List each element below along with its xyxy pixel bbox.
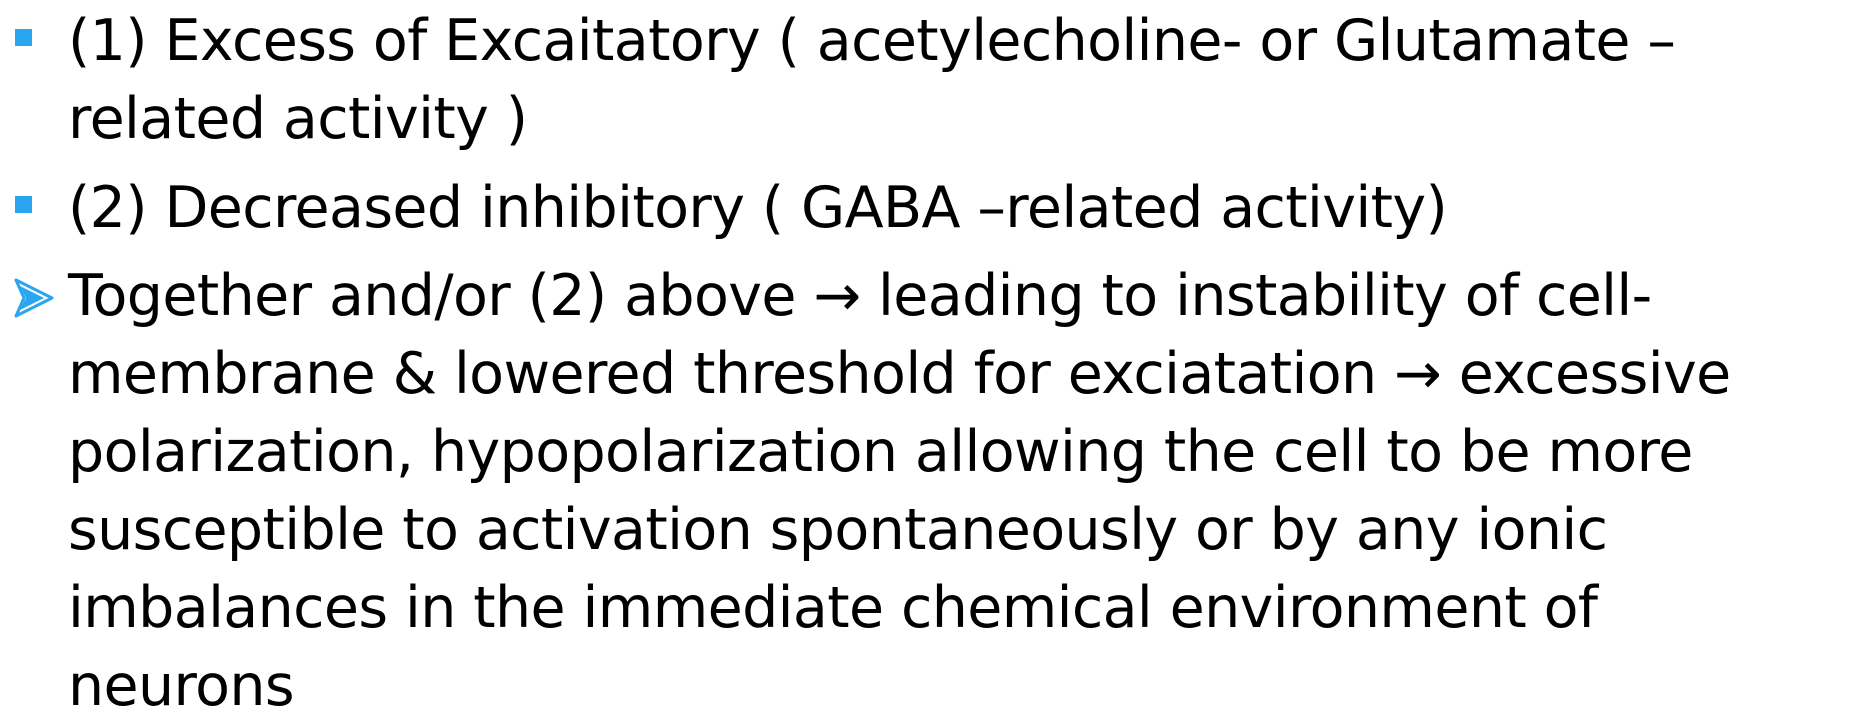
text-line: Together and/or (2) above → leading to i… xyxy=(68,263,1652,329)
text-line: polarization, hypopolarization allowing … xyxy=(68,419,1693,485)
text-line: imbalances in the immediate chemical env… xyxy=(68,575,1598,641)
square-bullet-icon xyxy=(15,29,32,46)
bullet-text: (1) Excess of Excaitatory ( acetylecholi… xyxy=(68,2,1860,158)
text-line: susceptible to activation spontaneously … xyxy=(68,497,1608,563)
slide: (1) Excess of Excaitatory ( acetylecholi… xyxy=(14,2,1860,719)
text-line: neurons xyxy=(68,653,295,719)
square-bullet-icon xyxy=(15,196,32,213)
text-line: (2) Decreased inhibitory ( GABA –related… xyxy=(68,175,1448,241)
bullet-text: (2) Decreased inhibitory ( GABA –related… xyxy=(68,169,1860,247)
text-line: related activity ) xyxy=(68,86,528,152)
text-line: membrane & lowered threshold for exciata… xyxy=(68,341,1731,407)
bullet-text: Together and/or (2) above → leading to i… xyxy=(68,257,1860,725)
arrowhead-bullet-icon xyxy=(14,278,54,318)
text-line: (1) Excess of Excaitatory ( acetylecholi… xyxy=(68,8,1676,74)
